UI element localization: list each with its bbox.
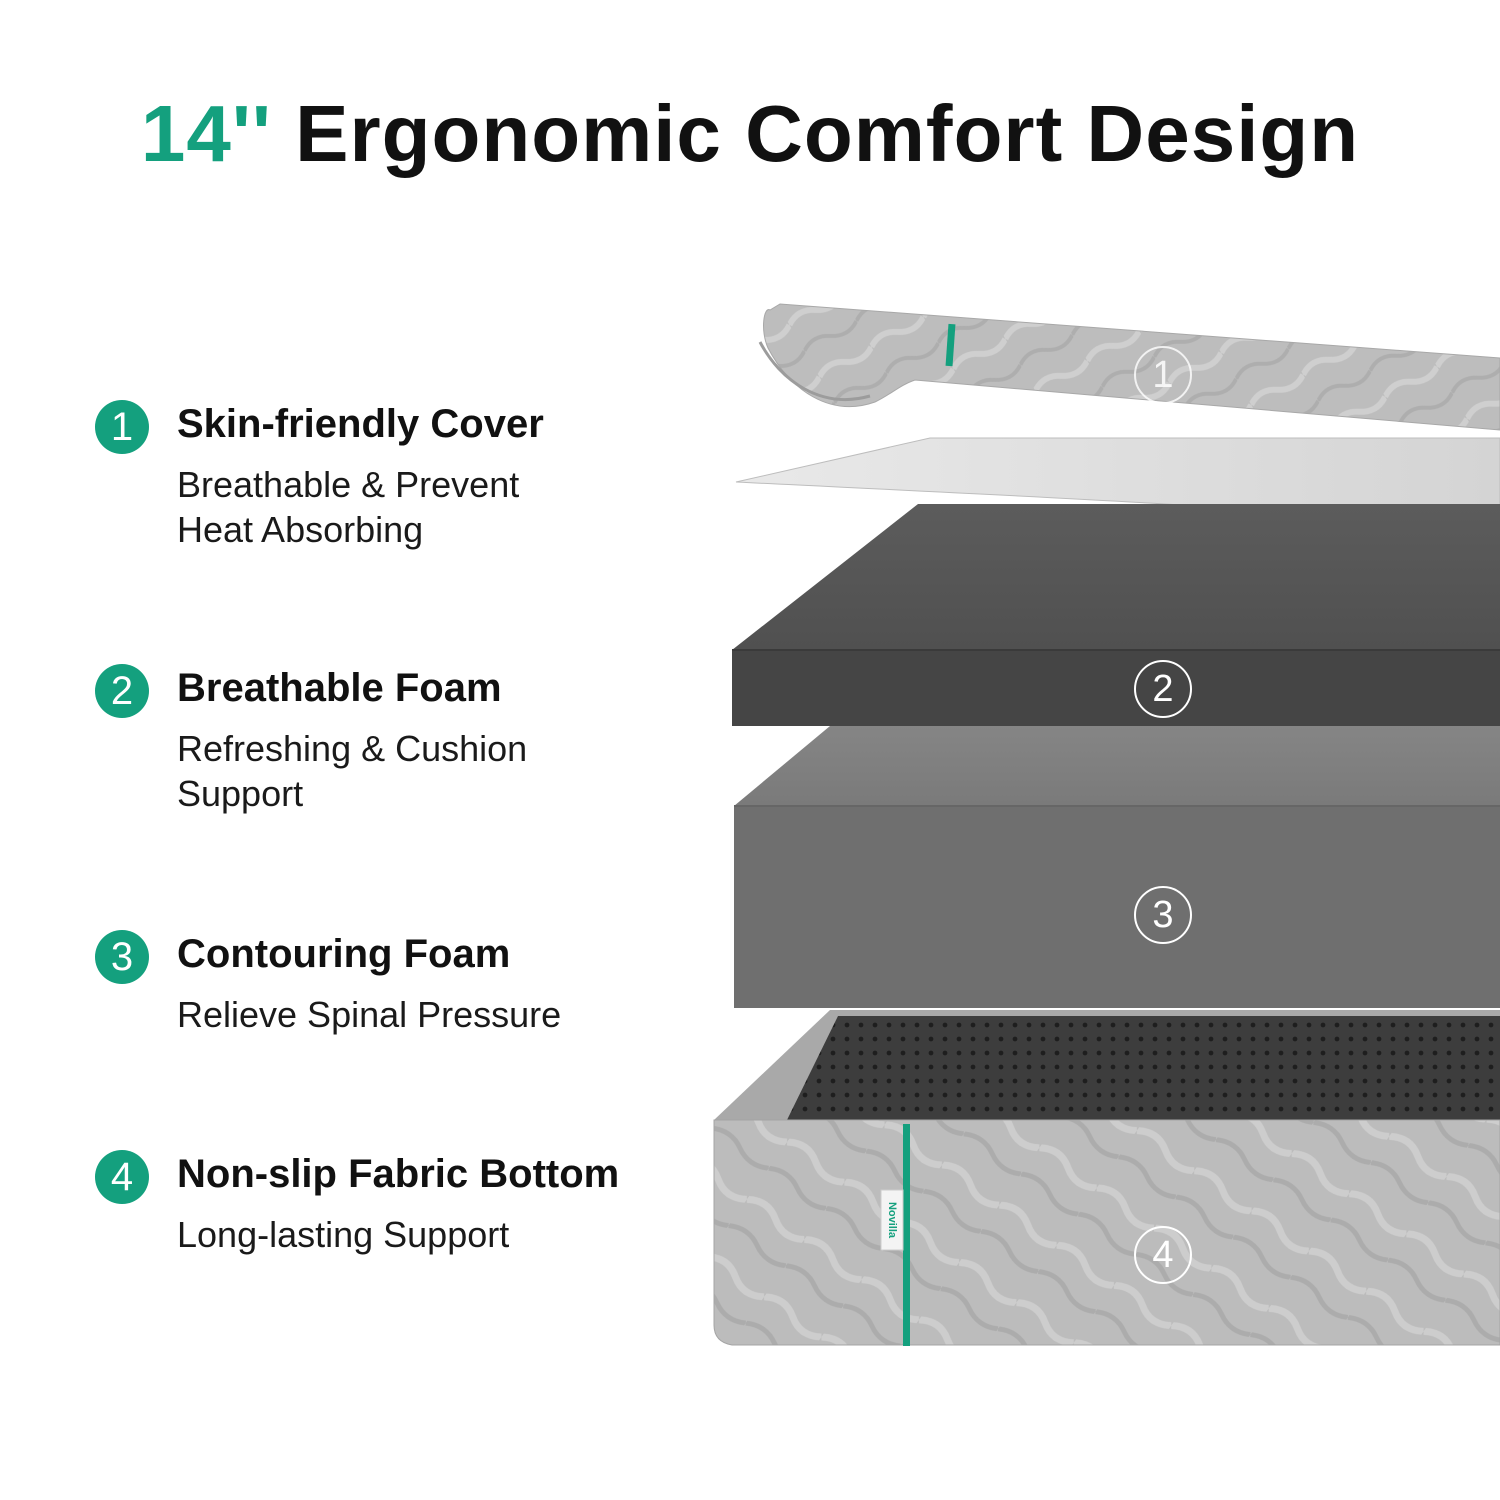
base-stripe <box>903 1124 910 1346</box>
brand-tag-text: Novilla <box>886 1201 898 1239</box>
number-badge: 4 <box>95 1150 149 1204</box>
headline: 14'' Ergonomic Comfort Design <box>0 88 1500 180</box>
feature-list: 1 Skin-friendly Cover Breathable & Preve… <box>95 0 715 1500</box>
number-badge: 3 <box>95 930 149 984</box>
breathable-foam-layer <box>732 504 1500 726</box>
mattress-svg <box>713 303 1500 1346</box>
headline-accent: 14'' <box>140 89 272 178</box>
brand-label <box>880 1189 904 1251</box>
feature-description: Refreshing & Cushion Support <box>177 726 697 816</box>
feature-title: Non-slip Fabric Bottom <box>177 1152 620 1196</box>
layer-marker-2: 2 <box>1134 660 1192 718</box>
description-line: Long-lasting Support <box>177 1214 510 1255</box>
feature-description: Long-lasting Support <box>177 1212 697 1257</box>
description-line: Heat Absorbing <box>177 509 424 550</box>
description-line: Support <box>177 773 304 814</box>
feature-description: Relieve Spinal Pressure <box>177 992 697 1037</box>
description-line: Refreshing & Cushion <box>177 728 528 769</box>
description-line: Relieve Spinal Pressure <box>177 994 562 1035</box>
feature-title: Breathable Foam <box>177 666 502 710</box>
cover-layer <box>758 303 1500 431</box>
feature-description: Breathable & Prevent Heat Absorbing <box>177 462 697 552</box>
number-badge: 1 <box>95 400 149 454</box>
description-line: Breathable & Prevent <box>177 464 520 505</box>
contouring-foam-layer <box>734 726 1500 1008</box>
feature-title: Contouring Foam <box>177 932 511 976</box>
feature-title: Skin-friendly Cover <box>177 402 544 446</box>
fabric-bottom-layer <box>713 1010 1500 1346</box>
number-badge: 2 <box>95 664 149 718</box>
layer-marker-4: 4 <box>1134 1226 1192 1284</box>
cover-stripe <box>945 323 956 367</box>
layer-marker-1: 1 <box>1134 346 1192 404</box>
headline-text: Ergonomic Comfort Design <box>295 89 1360 178</box>
layer-marker-3: 3 <box>1134 886 1192 944</box>
mattress-layers-illustration: 1 2 3 4 Novilla <box>700 290 1500 1370</box>
